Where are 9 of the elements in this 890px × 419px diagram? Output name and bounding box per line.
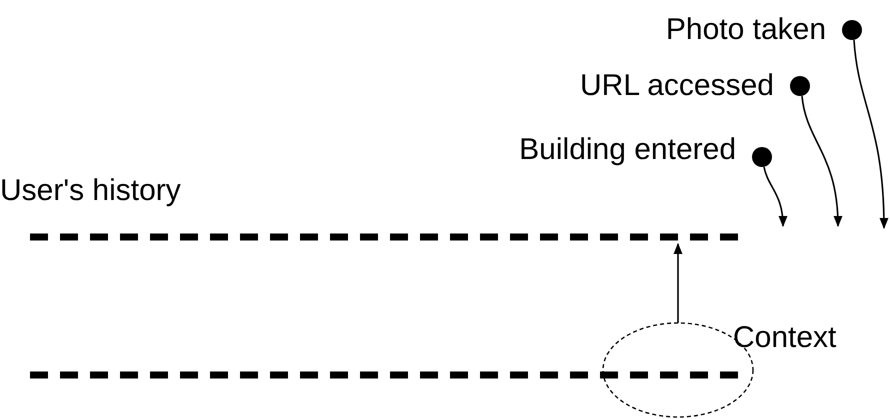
context-label: Context [733,321,836,355]
arrow [801,96,842,228]
event-label: URL accessed [580,69,774,103]
arrow [853,40,888,230]
arrow [674,242,682,323]
event-label: Photo taken [666,13,826,47]
arrow [763,166,788,228]
timeline-label: User's history [0,174,181,208]
event-label: Building entered [519,133,736,167]
